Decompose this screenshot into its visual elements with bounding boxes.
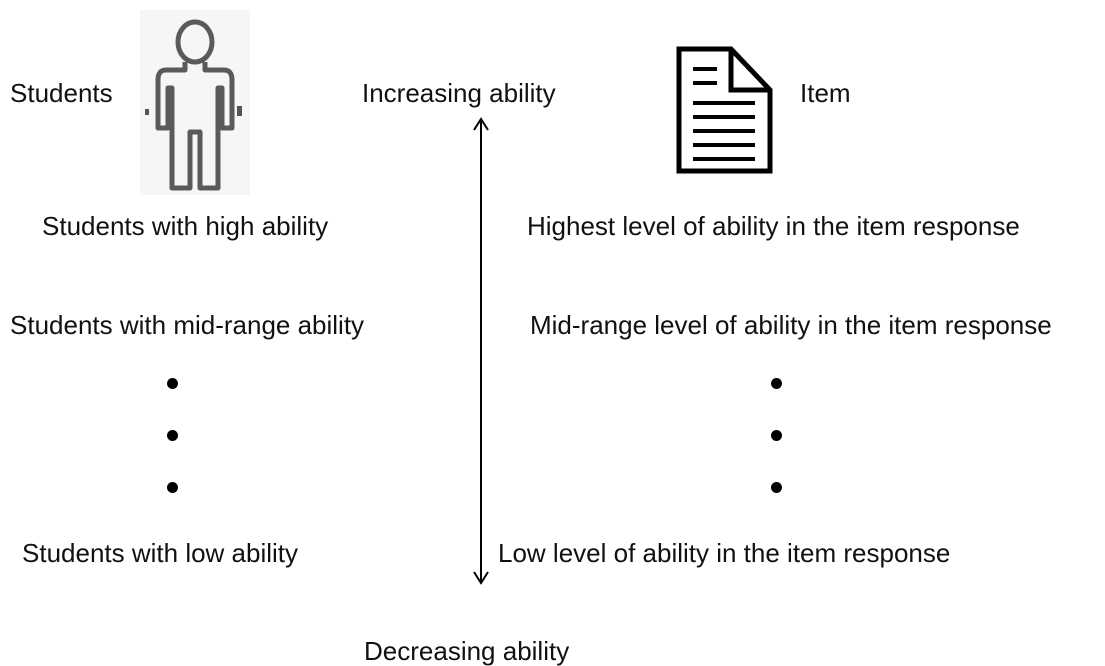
- item-heading: Item: [800, 78, 851, 108]
- students-low-ability: Students with low ability: [22, 538, 299, 568]
- ellipsis-dot: [167, 430, 178, 441]
- decreasing-ability-label: Decreasing ability: [364, 636, 570, 666]
- item-highest-level: Highest level of ability in the item res…: [527, 211, 1020, 241]
- item-mid-level: Mid-range level of ability in the item r…: [530, 310, 1052, 340]
- ellipsis-dot: [771, 482, 782, 493]
- ellipsis-dot: [771, 378, 782, 389]
- ellipsis-dot: [771, 430, 782, 441]
- students-heading: Students: [10, 78, 113, 108]
- ability-scale-arrow: [473, 117, 489, 585]
- item-low-level: Low level of ability in the item respons…: [498, 538, 951, 568]
- ellipsis-dot: [167, 482, 178, 493]
- increasing-ability-label: Increasing ability: [362, 78, 556, 108]
- students-high-ability: Students with high ability: [42, 211, 329, 241]
- document-icon: [676, 46, 773, 174]
- students-mid-ability: Students with mid-range ability: [10, 310, 365, 340]
- ellipsis-dot: [167, 378, 178, 389]
- person-icon: [140, 10, 250, 195]
